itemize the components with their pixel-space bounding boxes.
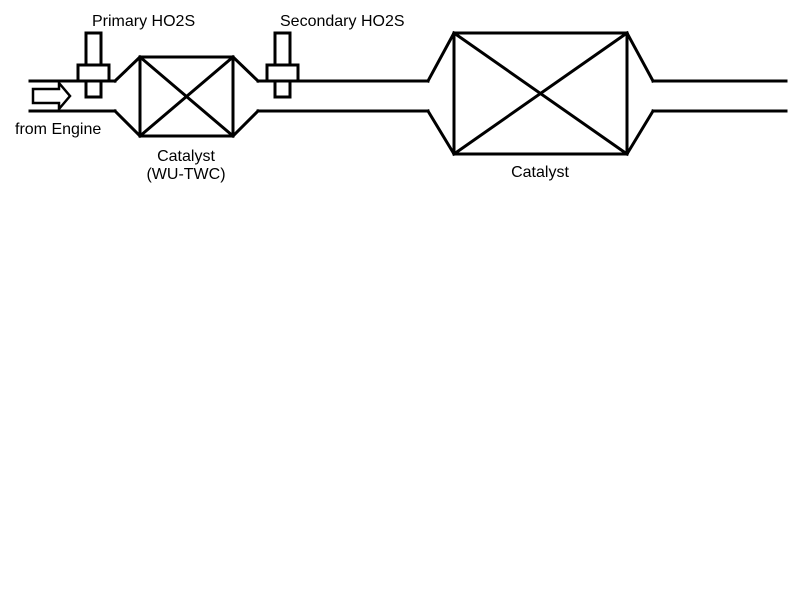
rear-catalyst-cross <box>451 30 630 157</box>
primary-sensor-tip <box>84 79 103 99</box>
outlet-pipe <box>651 79 788 113</box>
primary-sensor-boss <box>76 63 111 83</box>
front-catalyst-cones <box>112 54 261 139</box>
front-catalyst-shell <box>138 55 235 138</box>
primary-sensor-label: Primary HO2S <box>92 13 196 30</box>
front-catalyst-label-line1: Catalyst <box>157 148 215 165</box>
primary-sensor <box>76 31 111 99</box>
secondary-sensor-body <box>273 31 292 67</box>
rear-catalyst-shell <box>452 31 629 156</box>
front-catalyst-cross <box>137 54 236 139</box>
secondary-sensor <box>265 31 300 99</box>
flow-arrow-icon <box>31 79 72 113</box>
rear-catalyst-cones <box>425 30 656 157</box>
front-catalyst-label: Catalyst (WU-TWC) <box>136 148 236 184</box>
secondary-sensor-tip <box>273 79 292 99</box>
from-engine-label: from Engine <box>15 121 102 138</box>
rear-catalyst-label: Catalyst <box>511 164 569 181</box>
secondary-sensor-boss <box>265 63 300 83</box>
secondary-sensor-label: Secondary HO2S <box>280 13 405 30</box>
front-catalyst-label-line2: (WU-TWC) <box>146 166 226 183</box>
primary-sensor-body <box>84 31 103 67</box>
